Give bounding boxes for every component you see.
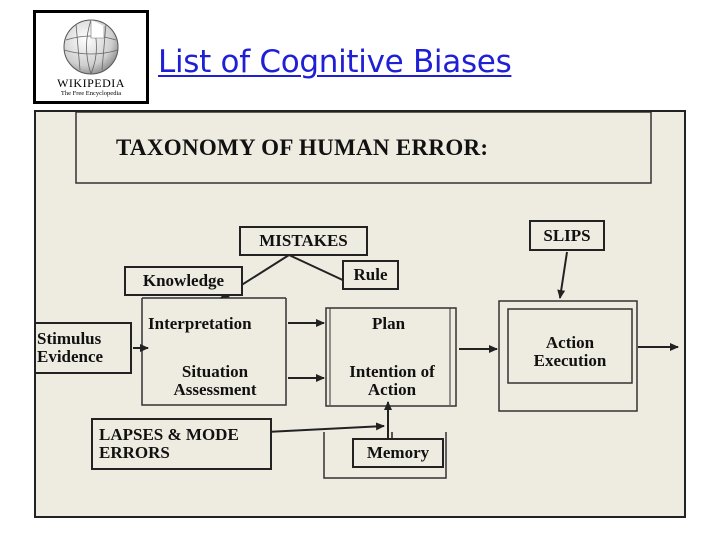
- stimulus-box: Stimulus Evidence: [36, 322, 132, 374]
- lapses-box: LAPSES & MODE ERRORS: [91, 418, 272, 470]
- wikipedia-logo[interactable]: Wikipedia The Free Encyclopedia: [33, 10, 149, 104]
- stimulus-label: Stimulus Evidence: [37, 329, 104, 366]
- interpretation-label: Interpretation: [148, 314, 252, 333]
- action-inner-panel: [507, 308, 633, 384]
- memory-label: Memory: [366, 443, 430, 463]
- mistakes-box: MISTAKES: [239, 226, 368, 256]
- page-title-link[interactable]: List of Cognitive Biases: [158, 44, 512, 80]
- logo-wordmark: Wikipedia: [57, 76, 125, 90]
- heading-panel: [75, 112, 652, 184]
- slips-box: SLIPS: [529, 220, 605, 251]
- slips-arrow: [557, 251, 568, 299]
- memory-panel: [323, 432, 447, 479]
- action-outer-panel: [498, 300, 638, 412]
- situation-label: Situation Assessment: [173, 362, 257, 399]
- knowledge-label: Knowledge: [142, 271, 225, 291]
- slips-label: SLIPS: [543, 225, 591, 245]
- memory-box: Memory: [352, 438, 444, 468]
- rule-box: Rule: [342, 260, 399, 290]
- knowledge-box: Knowledge: [124, 266, 243, 296]
- wikipedia-globe-icon: [63, 19, 119, 75]
- logo-tagline: The Free Encyclopedia: [60, 90, 122, 97]
- lapses-label: LAPSES & MODE ERRORS: [99, 425, 239, 462]
- intention-label: Intention of Action: [349, 362, 435, 399]
- diagram-heading: TAXONOMY OF HUMAN ERROR:: [116, 135, 489, 160]
- action-label: Action Execution: [533, 333, 607, 370]
- plan-label: Plan: [372, 314, 406, 333]
- rule-label: Rule: [353, 265, 388, 285]
- taxonomy-diagram: TAXONOMY OF HUMAN ERROR: MISTAKES SLIPS …: [34, 110, 686, 518]
- mistakes-label: MISTAKES: [259, 231, 348, 251]
